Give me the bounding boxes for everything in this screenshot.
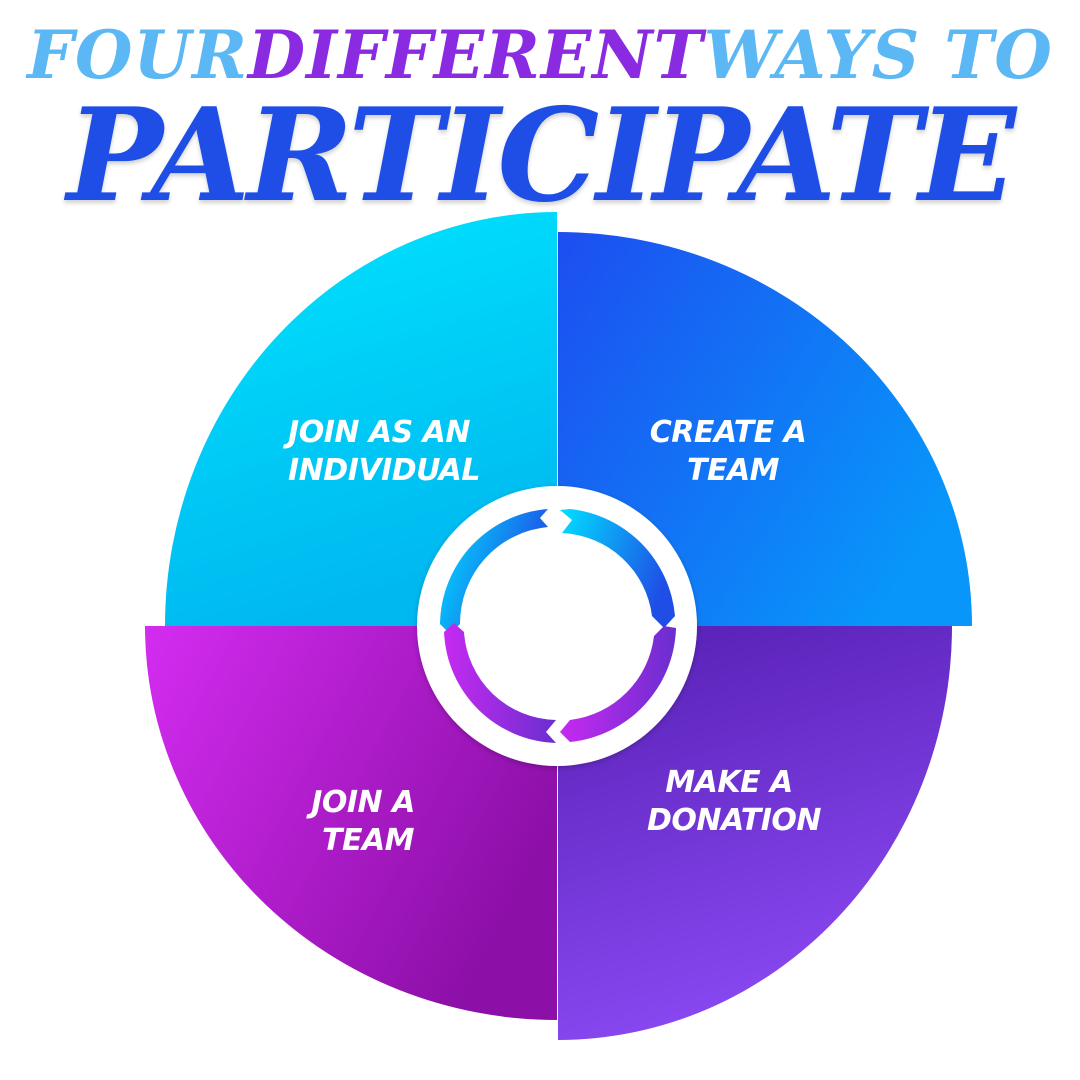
label-join-as-individual-line2: INDIVIDUAL <box>288 453 480 488</box>
label-join-as-individual-line1: JOIN AS AN <box>283 415 470 450</box>
quadrant-top-right <box>558 232 972 626</box>
quadrant-bottom-left <box>145 626 557 1020</box>
label-make-a-donation-line2: DONATION <box>647 803 821 838</box>
headline-word-ways-to: WAYS TO <box>703 16 1053 94</box>
headline-participate: PARTICIPATE <box>66 81 1016 231</box>
headline-word-different: DIFFERENT <box>247 16 704 94</box>
headline-word-four: FOUR <box>27 16 248 94</box>
center-ring <box>417 486 697 766</box>
quadrant-bottom-right <box>558 626 952 1040</box>
label-join-a-team-line1: JOIN A <box>306 785 415 820</box>
label-create-a-team-line2: TEAM <box>687 453 780 488</box>
headline-line1: FOUR DIFFERENT WAYS TO <box>0 22 1080 88</box>
headline: FOUR DIFFERENT WAYS TO PARTICIPATE <box>0 22 1080 220</box>
cycle-arrows-icon <box>440 509 676 743</box>
label-join-a-team: JOIN A TEAM <box>306 785 425 858</box>
label-create-a-team: CREATE A TEAM <box>650 415 817 488</box>
label-make-a-donation: MAKE A DONATION <box>647 765 821 838</box>
label-join-as-individual: JOIN AS AN INDIVIDUAL <box>283 415 480 488</box>
label-join-a-team-line2: TEAM <box>322 823 415 858</box>
label-create-a-team-line1: CREATE A <box>650 415 807 450</box>
quadrant-top-left <box>165 212 557 626</box>
label-make-a-donation-line1: MAKE A <box>665 765 792 800</box>
